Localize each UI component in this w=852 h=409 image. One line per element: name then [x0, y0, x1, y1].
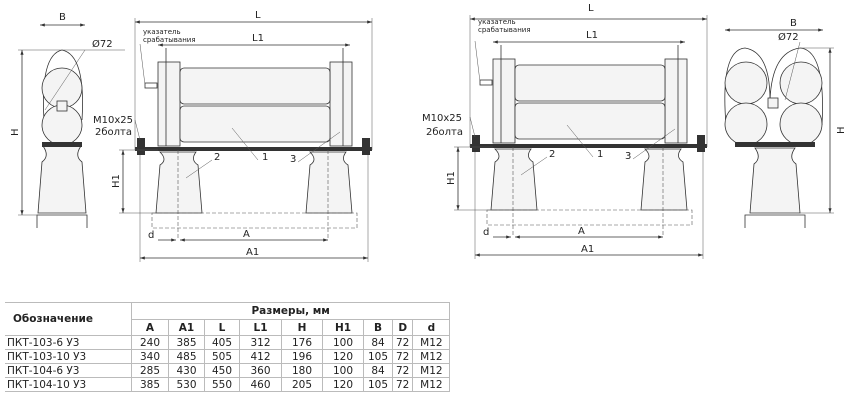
dim-B: B — [790, 18, 797, 29]
cell-h1: 120 — [322, 377, 364, 392]
cell-h1: 100 — [322, 335, 364, 350]
dim-L: L — [255, 10, 261, 21]
dim-A1: A1 — [246, 247, 259, 258]
front-view-right: L L1 указатель срабатывания M10x25 2болт… — [422, 3, 707, 259]
column-header-h: H — [281, 319, 323, 336]
side-view-left: B Ø72 H — [10, 12, 125, 228]
cell-b: 105 — [363, 349, 393, 364]
cell-l1: 412 — [239, 349, 282, 364]
cell-h: 176 — [281, 335, 323, 350]
cell-l1: 360 — [239, 363, 282, 378]
column-header-h1: H1 — [322, 319, 364, 336]
cell-h1: 120 — [322, 349, 364, 364]
column-header-d: d — [412, 319, 451, 336]
indicator-label-1: указатель — [478, 18, 516, 26]
dim-A: A — [243, 229, 250, 240]
cell-a1: 530 — [168, 377, 205, 392]
dimensions-header: Размеры, мм — [130, 301, 451, 321]
column-header-a1: A1 — [168, 319, 205, 336]
cell-d: M12 — [412, 377, 451, 392]
cell-a: 340 — [131, 349, 169, 364]
dim-L: L — [588, 3, 594, 14]
cell-l1: 460 — [239, 377, 282, 392]
cell-b: 105 — [363, 377, 393, 392]
dim-diameter: Ø72 — [92, 38, 113, 50]
side-view-right: B Ø72 H — [724, 18, 847, 228]
dim-d: d — [148, 230, 154, 241]
cell-h: 180 — [281, 363, 323, 378]
indicator-label-2: срабатывания — [478, 26, 531, 34]
row-designation: ПКТ-104-6 У3 — [5, 363, 132, 378]
cell-a: 385 — [131, 377, 169, 392]
cell-d: 72 — [391, 335, 414, 350]
bolt-label: M10x25 — [93, 115, 133, 126]
column-header-a: A — [131, 319, 169, 336]
row-designation: ПКТ-103-6 У3 — [5, 335, 132, 350]
bolt-count-label: 2болта — [95, 127, 132, 138]
column-header-d: D — [391, 319, 414, 336]
indicator-label-1: указатель — [143, 28, 181, 36]
technical-drawings: B Ø72 H L L1 указатель срабатывания M10x… — [10, 3, 847, 300]
column-header-l: L — [204, 319, 240, 336]
cell-b: 84 — [363, 363, 393, 378]
cell-l: 450 — [204, 363, 240, 378]
dim-A1: A1 — [581, 244, 594, 255]
cell-b: 84 — [363, 335, 393, 350]
cell-d: M12 — [412, 335, 451, 350]
column-header-b: B — [363, 319, 393, 336]
designation-header: Обозначение — [5, 302, 132, 336]
cell-a: 240 — [131, 335, 169, 350]
cell-l: 550 — [204, 377, 240, 392]
callout-2: 2 — [214, 152, 220, 163]
dim-H: H — [836, 126, 847, 134]
cell-h: 205 — [281, 377, 323, 392]
cell-a: 285 — [131, 363, 169, 378]
callout-2: 2 — [549, 149, 555, 160]
cell-d: M12 — [412, 363, 451, 378]
cell-l1: 312 — [239, 335, 282, 350]
dim-B: B — [59, 12, 66, 23]
cell-a1: 385 — [168, 335, 205, 350]
dim-d: d — [483, 227, 489, 238]
dim-H: H — [10, 128, 21, 136]
dim-L1: L1 — [586, 30, 598, 41]
row-designation: ПКТ-104-10 У3 — [5, 377, 132, 392]
cell-d: 72 — [391, 377, 414, 392]
bolt-label: M10x25 — [422, 113, 462, 124]
cell-d: 72 — [391, 349, 414, 364]
dim-H1: H1 — [446, 171, 457, 185]
front-view-left: L L1 указатель срабатывания M10x25 2болт… — [93, 10, 372, 262]
cell-a1: 485 — [168, 349, 205, 364]
dim-L1: L1 — [252, 33, 264, 44]
callout-1: 1 — [262, 152, 268, 163]
dim-H1: H1 — [111, 174, 122, 188]
cell-h: 196 — [281, 349, 323, 364]
callout-1: 1 — [597, 149, 603, 160]
indicator-label-2: срабатывания — [143, 36, 196, 44]
column-header-l1: L1 — [239, 319, 282, 336]
dim-diameter: Ø72 — [778, 31, 799, 43]
cell-h1: 100 — [322, 363, 364, 378]
cell-d: M12 — [412, 349, 451, 364]
cell-l: 505 — [204, 349, 240, 364]
cell-a1: 430 — [168, 363, 205, 378]
bolt-count-label: 2болта — [426, 127, 463, 138]
row-designation: ПКТ-103-10 У3 — [5, 349, 132, 364]
cell-d: 72 — [391, 363, 414, 378]
callout-3: 3 — [625, 151, 631, 162]
dim-A: A — [578, 226, 585, 237]
cell-l: 405 — [204, 335, 240, 350]
callout-3: 3 — [290, 154, 296, 165]
